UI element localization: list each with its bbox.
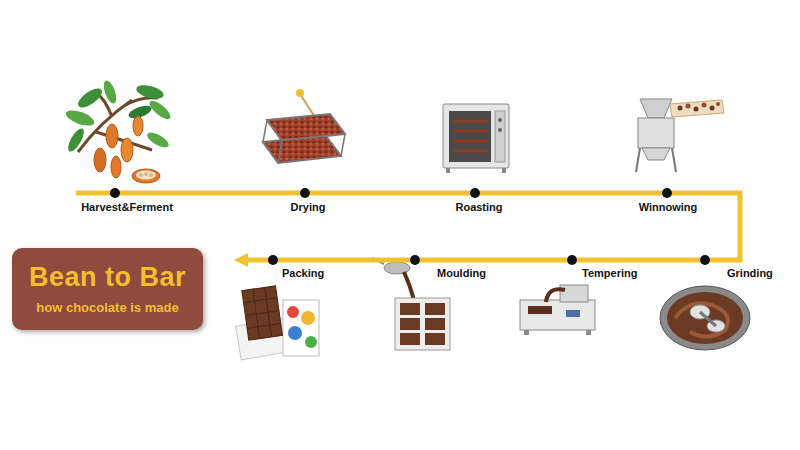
stage-dot: Grinding [700,255,710,265]
timeline-segment [310,191,470,196]
stage-dot: Moulding [410,255,420,265]
stage-dot: Harvest&Ferment [110,188,120,198]
stage-label: Tempering [582,267,637,280]
timeline-segment [577,258,700,263]
stage-label: Moulding [437,267,486,280]
stage-label: Packing [282,267,324,280]
cacao-tree [64,79,173,183]
stage-dot: Winnowing [662,188,672,198]
chocolate-bars [235,286,319,360]
drying-trays [263,89,345,163]
tempering-machine [520,285,595,335]
timeline-segment [278,258,410,263]
winnowing-machine [636,99,724,172]
grinder-bowl [660,286,750,350]
title-badge: Bean to Bar how chocolate is made [12,248,203,330]
stage-dot: Roasting [470,188,480,198]
badge-subtitle: how chocolate is made [36,299,178,317]
roasting-oven [443,104,509,173]
timeline-segment [480,191,662,196]
stage-label: Drying [291,201,326,214]
stage-dot: Drying [300,188,310,198]
stage-label: Grinding [727,267,773,280]
stage-label: Harvest&Ferment [81,201,173,214]
badge-heading: Bean to Bar [29,261,186,293]
timeline-segment [420,258,567,263]
stage-dot: Packing [268,255,278,265]
stage-dot: Tempering [567,255,577,265]
stage-label: Winnowing [639,201,698,214]
stage-label: Roasting [455,201,502,214]
timeline-segment [120,191,300,196]
